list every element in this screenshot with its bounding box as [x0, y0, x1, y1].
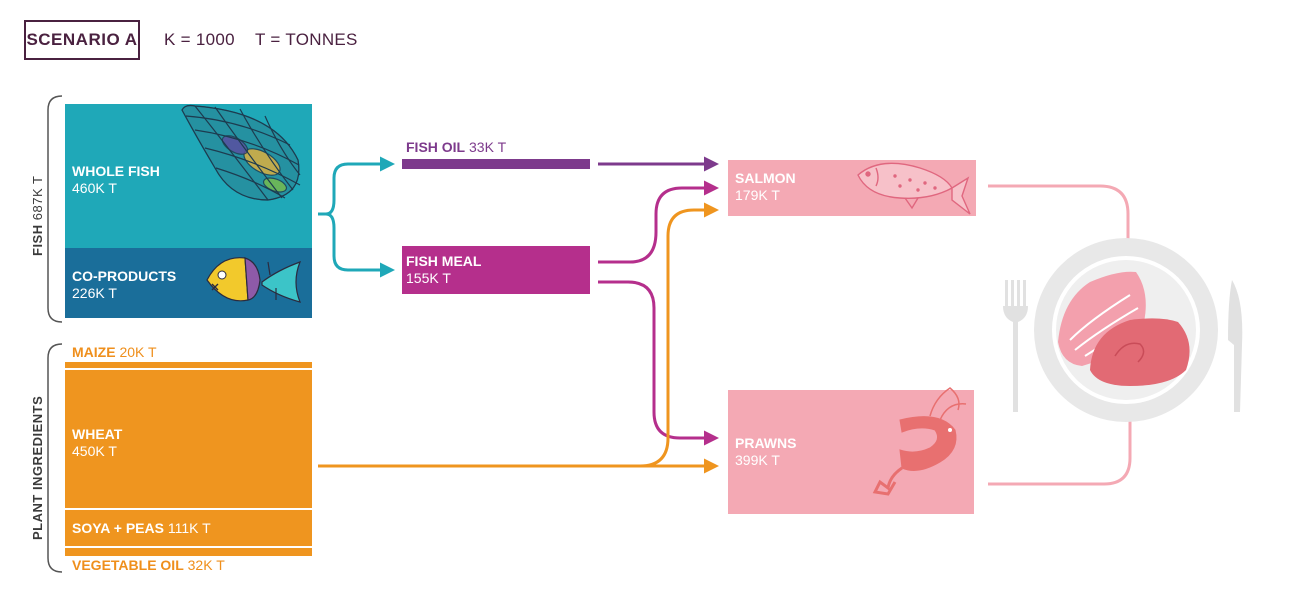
fish-meal-value: 155K T: [406, 270, 451, 286]
vegetable-oil-label: VEGETABLE OIL: [72, 557, 184, 573]
soya-peas-value: 111K T: [167, 520, 211, 536]
fish-oil-text: FISH OIL 33K T: [406, 139, 506, 156]
soya-peas-box: [65, 510, 312, 546]
wheat-box: [65, 370, 312, 508]
wheat-label: WHEAT: [72, 426, 123, 442]
maize-label: MAIZE: [72, 344, 116, 360]
whole-fish-value: 460K T: [72, 180, 117, 196]
salmon-steak-icon: [1058, 271, 1190, 386]
prawn-icon: [872, 387, 967, 496]
maize-text: MAIZE 20K T: [72, 344, 157, 361]
knife-icon: [1228, 280, 1243, 412]
plant-bracket: [47, 343, 63, 573]
prawns-label: PRAWNS: [735, 435, 797, 451]
k-note: K = 1000: [164, 30, 235, 49]
fish-oil-label: FISH OIL: [406, 139, 466, 155]
fishing-net-icon: [181, 104, 301, 201]
maize-value: 20K T: [119, 344, 157, 360]
maize-bar: [65, 362, 312, 368]
salmon-label: SALMON: [735, 170, 796, 186]
soya-peas-label: SOYA + PEAS: [72, 520, 164, 536]
fish-oil-value: 33K T: [469, 139, 507, 155]
salmon-value: 179K T: [735, 187, 780, 203]
scenario-badge: SCENARIO A: [24, 20, 140, 60]
fork-icon: [1003, 280, 1028, 412]
t-note: T = TONNES: [255, 30, 358, 49]
fish-meal-box: [402, 246, 590, 294]
fish-group-title: FISH 687K T: [30, 175, 45, 256]
co-products-value: 226K T: [72, 285, 117, 301]
fish-meal-label: FISH MEAL: [406, 253, 482, 269]
fish-total: 687K T: [30, 175, 45, 221]
fish-bracket: [47, 95, 63, 323]
fish-head-icon: [206, 257, 302, 303]
vegetable-oil-bar: [65, 548, 312, 556]
prawns-value: 399K T: [735, 452, 780, 468]
scenario-label: SCENARIO A: [26, 30, 138, 49]
co-products-label: CO-PRODUCTS: [72, 268, 177, 284]
plant-group-title: PLANT INGREDIENTS: [30, 395, 45, 540]
soya-peas-text: SOYA + PEAS 111K T: [72, 520, 211, 537]
wheat-value: 450K T: [72, 443, 117, 459]
vegetable-oil-text: VEGETABLE OIL 32K T: [72, 557, 225, 574]
salmon-fish-icon: [857, 162, 971, 215]
vegetable-oil-value: 32K T: [187, 557, 225, 573]
fish-oil-bar: [402, 159, 590, 169]
whole-fish-label: WHOLE FISH: [72, 163, 160, 179]
